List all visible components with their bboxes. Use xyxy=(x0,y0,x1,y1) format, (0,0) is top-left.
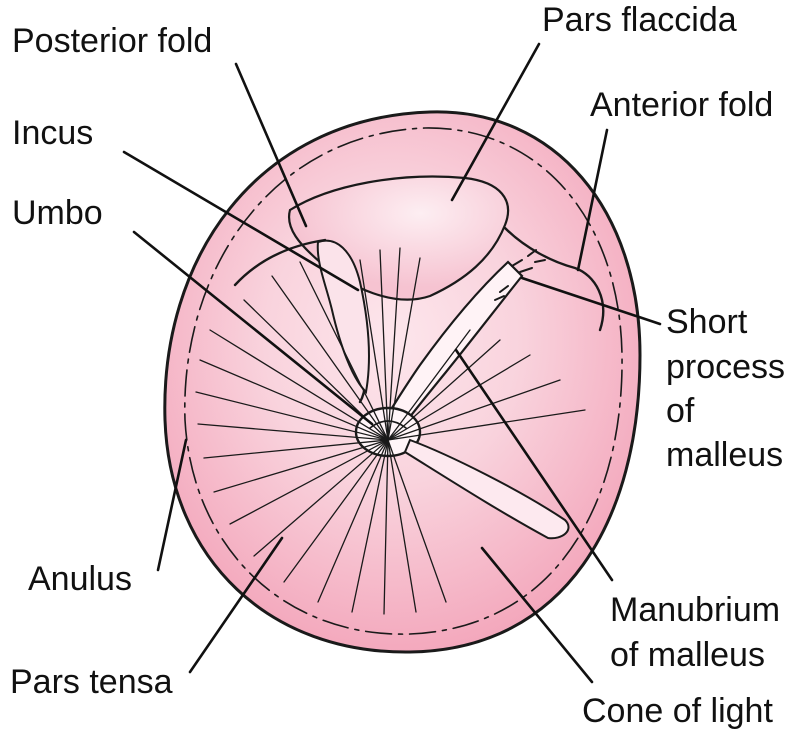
label-short-process-1: Short xyxy=(666,303,748,341)
label-umbo: Umbo xyxy=(12,194,103,232)
label-anterior-fold: Anterior fold xyxy=(590,86,773,124)
label-incus: Incus xyxy=(12,114,93,152)
label-posterior-fold: Posterior fold xyxy=(12,22,212,60)
eardrum xyxy=(165,112,640,652)
label-pars-flaccida: Pars flaccida xyxy=(542,1,737,39)
label-short-process-2: process xyxy=(666,348,785,386)
label-pars-tensa: Pars tensa xyxy=(10,663,173,701)
label-short-process-4: malleus xyxy=(666,436,783,474)
label-short-process-3: of xyxy=(666,392,695,430)
label-manubrium-2: of malleus xyxy=(610,636,765,674)
label-anulus: Anulus xyxy=(28,560,132,598)
label-manubrium-1: Manubrium xyxy=(610,591,780,629)
label-cone-of-light: Cone of light xyxy=(582,692,773,730)
